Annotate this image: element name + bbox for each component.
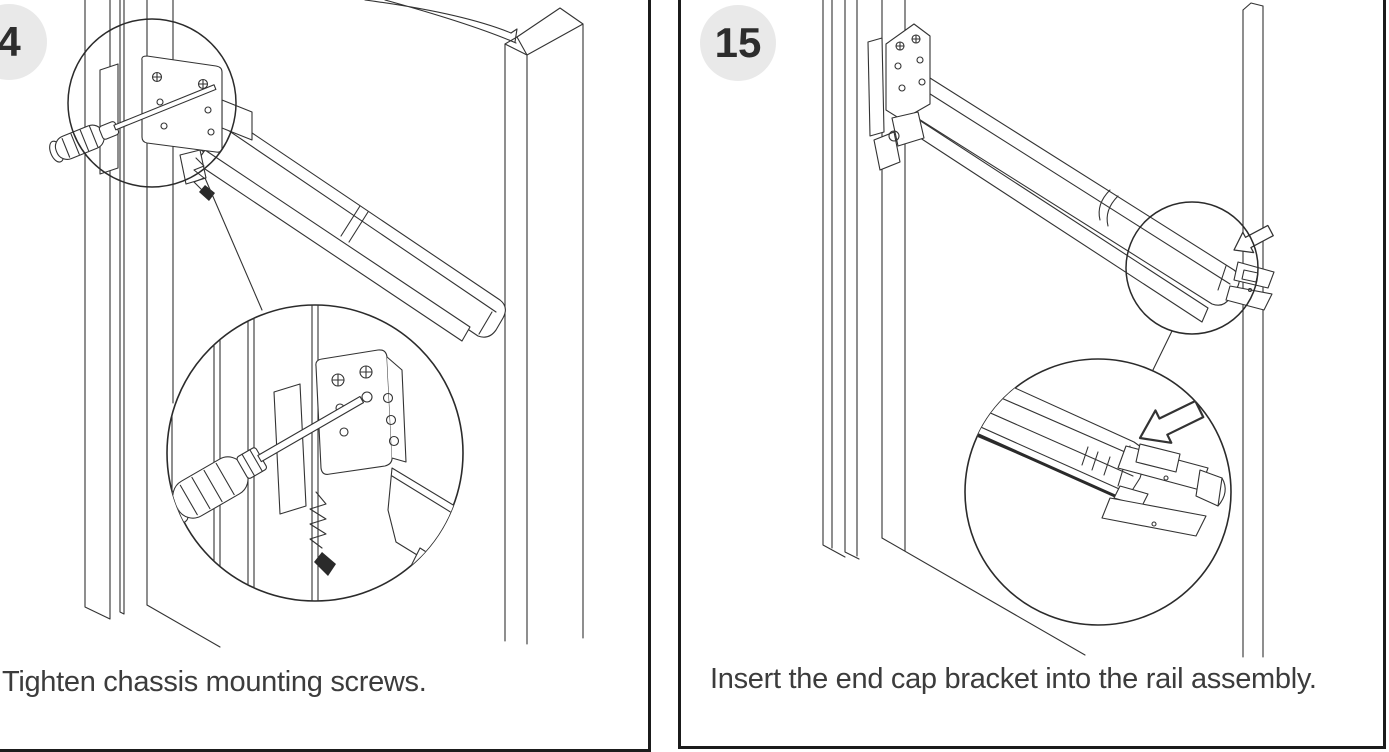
step-number: 4 [0, 18, 21, 65]
insert-direction-arrow [1138, 399, 1205, 444]
insert-direction-arrow [1233, 224, 1274, 254]
rail-assembly [195, 107, 506, 342]
step-caption: Tighten chassis mounting screws. [2, 666, 427, 698]
magnifier-leader-line [1150, 330, 1173, 375]
chassis-mounting-plate [867, 23, 931, 171]
end-cap-bracket [1225, 261, 1275, 311]
magnifier-circle-small [1125, 201, 1259, 335]
step4-illustration-tighten-chassis-screws [49, 0, 584, 648]
door-stile [364, 0, 584, 645]
step-number: 15 [714, 19, 762, 66]
step15-illustration-insert-end-cap-bracket [822, 0, 1275, 658]
magnifier-leader-line [204, 177, 263, 311]
chassis-mounting-plate [99, 55, 253, 201]
step-panel-15 [678, 0, 1386, 749]
step-caption: Insert the end cap bracket into the rail… [710, 663, 1317, 695]
step-number-badge: 15 [700, 5, 776, 81]
screwdriver-icon [49, 84, 217, 163]
rail-assembly [906, 76, 1240, 323]
magnifier-circle-small [67, 18, 237, 188]
door-stile [1242, 2, 1264, 658]
